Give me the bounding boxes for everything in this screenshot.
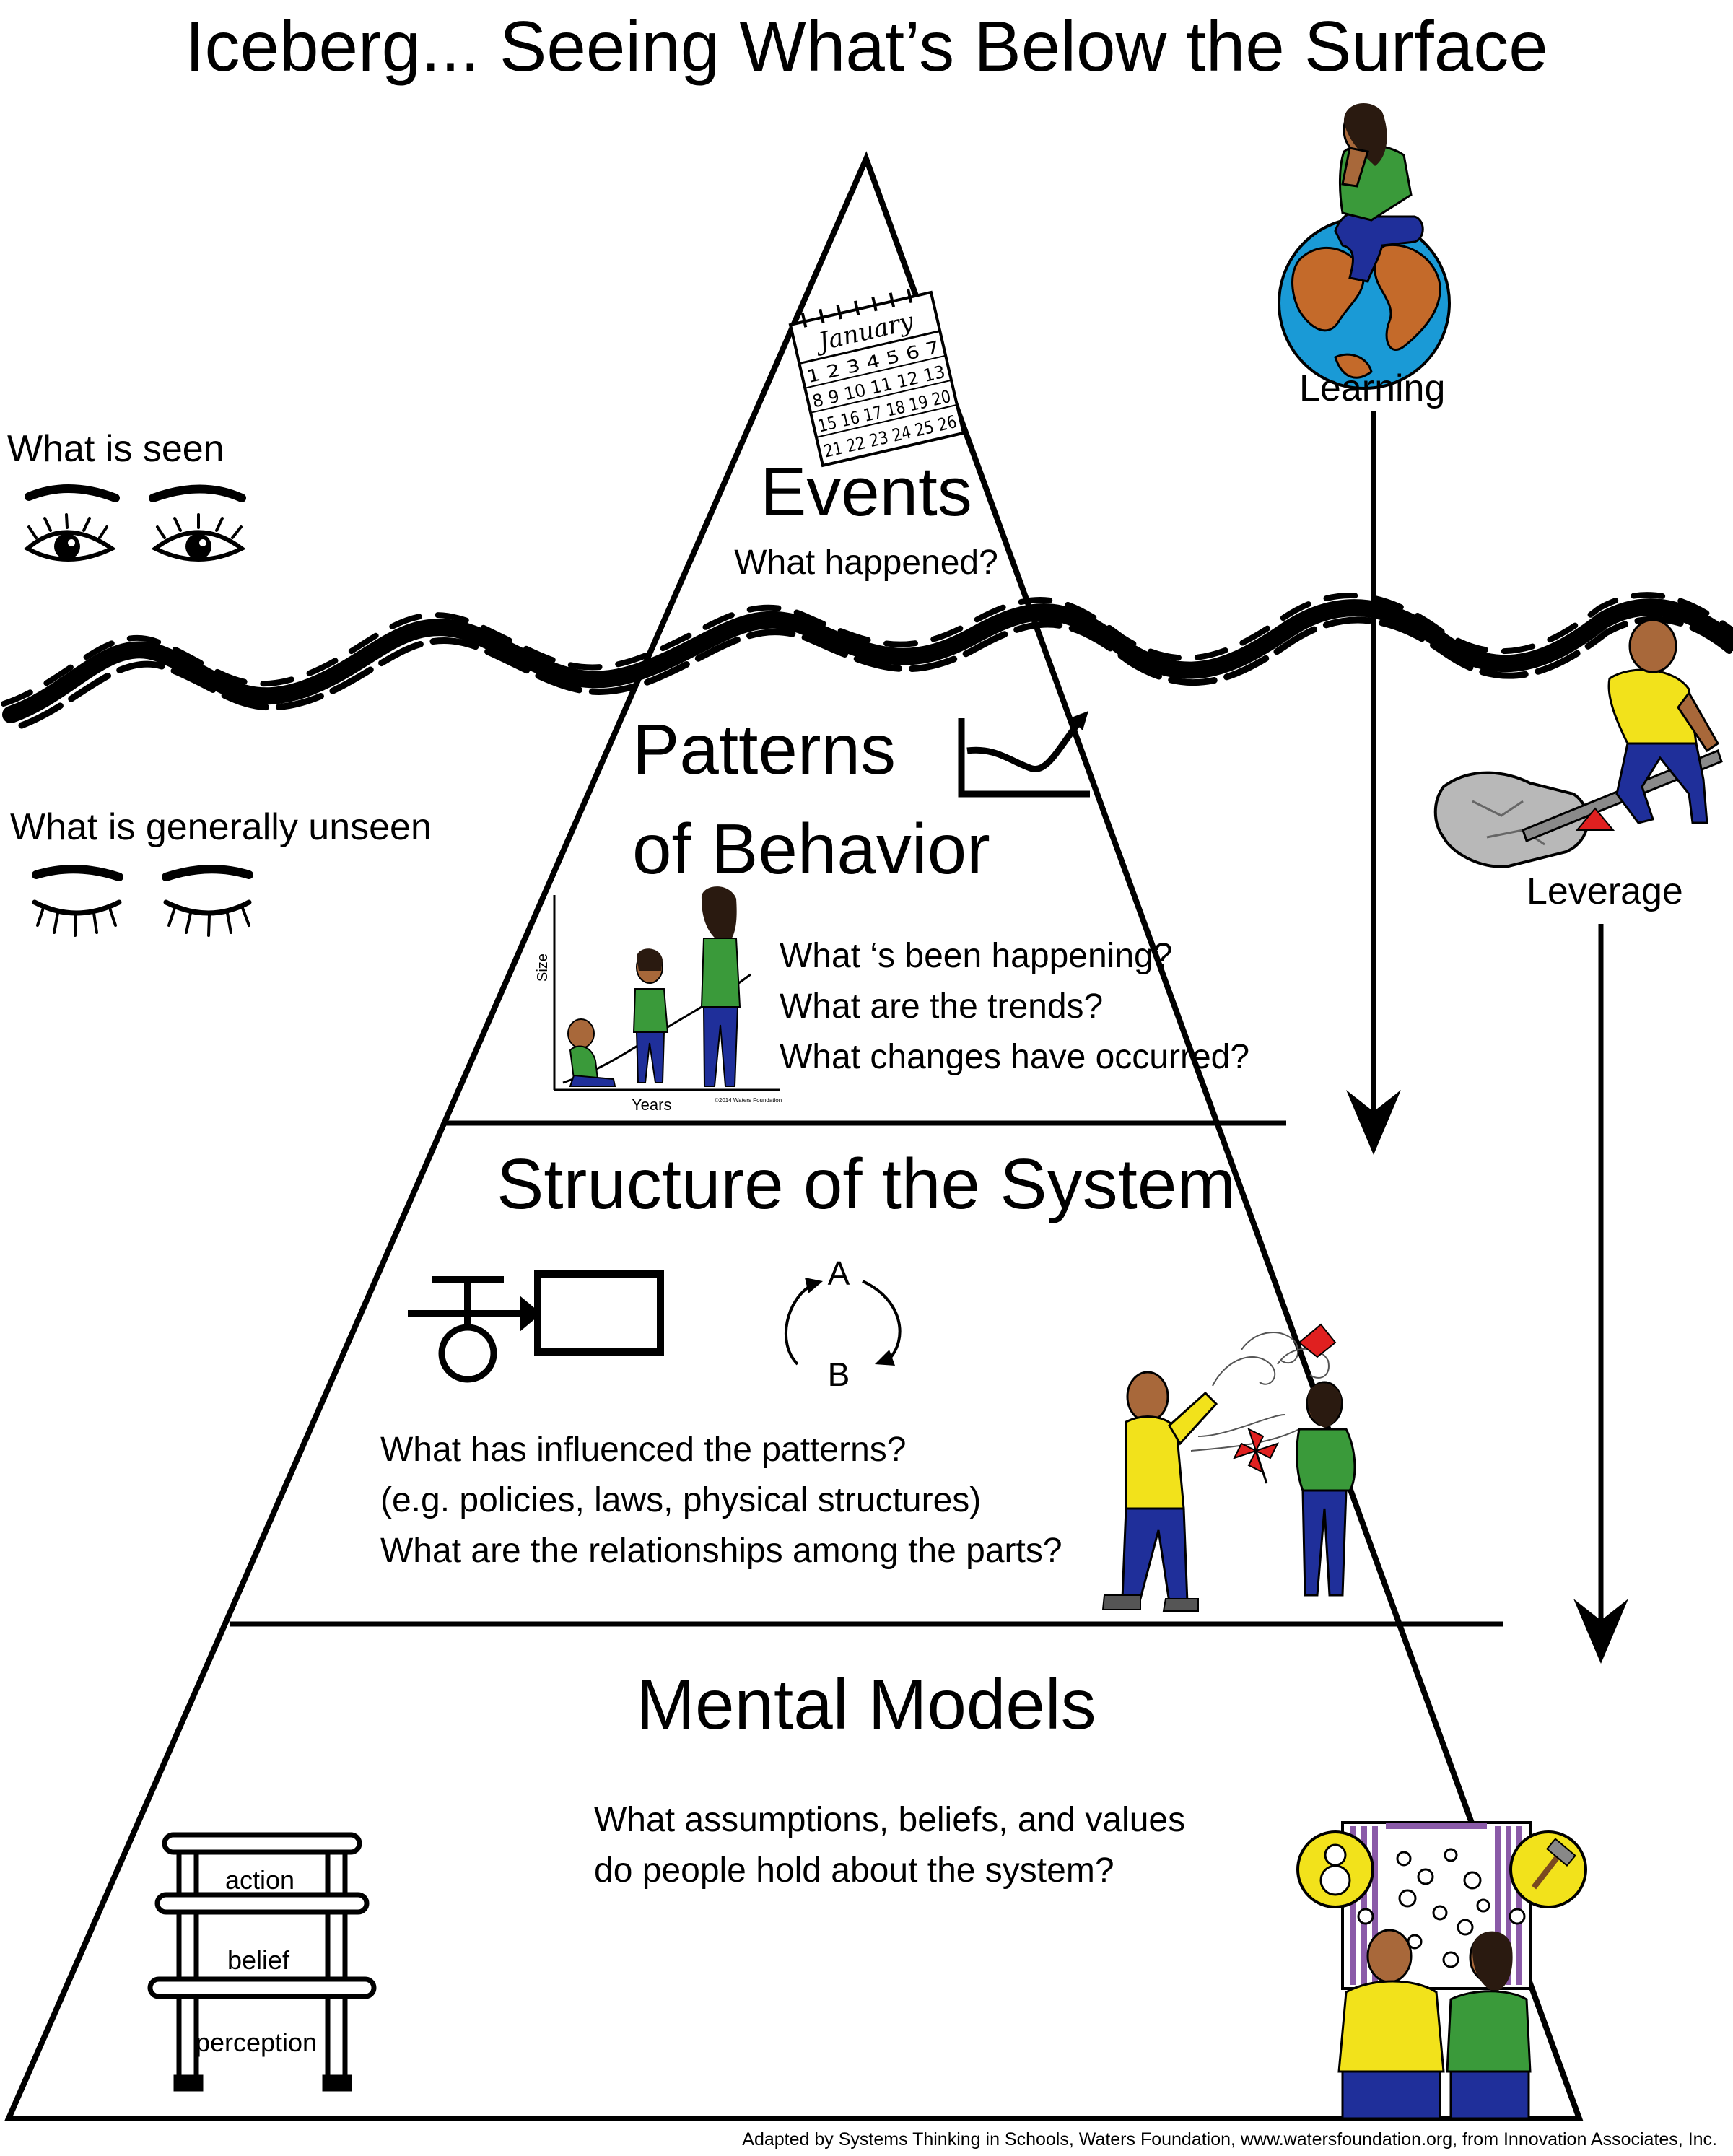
patterns-question: What changes have occurred? bbox=[780, 1038, 1250, 1076]
events-title: Events bbox=[760, 453, 972, 531]
causal-loop-icon bbox=[784, 1278, 902, 1366]
iceberg-pyramid bbox=[4, 151, 1584, 2121]
growth-chart-y-label: Size bbox=[535, 953, 551, 982]
waterline-waves bbox=[1, 592, 1733, 729]
open-eyes-icon bbox=[23, 484, 246, 562]
patterns-question: What are the trends? bbox=[780, 987, 1104, 1026]
wind-kite-illustration bbox=[1101, 1323, 1356, 1612]
label-what-is-seen: What is seen bbox=[7, 428, 224, 470]
mental-models-questions: What assumptions, beliefs, and values do… bbox=[594, 1795, 1185, 1896]
structure-questions: What has influenced the patterns? (e.g. … bbox=[380, 1425, 1062, 1576]
leverage-illustration bbox=[1433, 619, 1723, 868]
patterns-questions: What ‘s been happening? What are the tre… bbox=[780, 931, 1249, 1083]
growth-chart-x-label: Years bbox=[632, 1096, 671, 1114]
patterns-title-line2: of Behavior bbox=[632, 809, 990, 889]
label-learning: Learning bbox=[1299, 367, 1446, 409]
ladder-label: belief bbox=[227, 1945, 290, 1975]
structure-question: What are the relationships among the par… bbox=[380, 1532, 1062, 1570]
mental-models-question: What assumptions, beliefs, and values bbox=[594, 1801, 1186, 1839]
ladder-label: action bbox=[225, 1865, 294, 1895]
structure-title: Structure of the System bbox=[497, 1144, 1236, 1223]
loop-node-b: B bbox=[828, 1356, 850, 1393]
mental-models-title: Mental Models bbox=[636, 1664, 1096, 1744]
learning-arrowhead bbox=[1346, 1090, 1401, 1155]
label-what-is-unseen: What is generally unseen bbox=[10, 806, 432, 848]
ladder-label: perception bbox=[196, 2028, 317, 2057]
ladder-of-inference-icon bbox=[147, 1832, 377, 2092]
patterns-title-line1: Patterns bbox=[632, 710, 896, 789]
closed-eyes-icon bbox=[32, 865, 253, 937]
loop-node-a: A bbox=[828, 1254, 850, 1292]
calendar-icon: January 1 2 3 4 5 6 7 8 9 10 11 12 13 15… bbox=[788, 288, 966, 468]
attribution-footer: Adapted by Systems Thinking in Schools, … bbox=[742, 2129, 1717, 2150]
mental-models-question: do people hold about the system? bbox=[594, 1851, 1114, 1890]
stock-flow-icon bbox=[408, 1270, 664, 1383]
patterns-question: What ‘s been happening? bbox=[780, 937, 1173, 975]
growth-chart-credit: ©2014 Waters Foundation bbox=[715, 1097, 782, 1104]
structure-question: (e.g. policies, laws, physical structure… bbox=[380, 1481, 982, 1519]
growth-chart bbox=[553, 886, 780, 1091]
page-title: Iceberg... Seeing What’s Below the Surfa… bbox=[185, 6, 1548, 86]
events-question: What happened? bbox=[734, 544, 998, 582]
window-thought-illustration bbox=[1296, 1821, 1587, 2120]
label-leverage: Leverage bbox=[1527, 870, 1683, 912]
trend-graph-icon bbox=[958, 711, 1090, 798]
structure-question: What has influenced the patterns? bbox=[380, 1431, 907, 1469]
globe-learning-illustration bbox=[1278, 103, 1451, 390]
leverage-arrowhead bbox=[1573, 1599, 1628, 1664]
